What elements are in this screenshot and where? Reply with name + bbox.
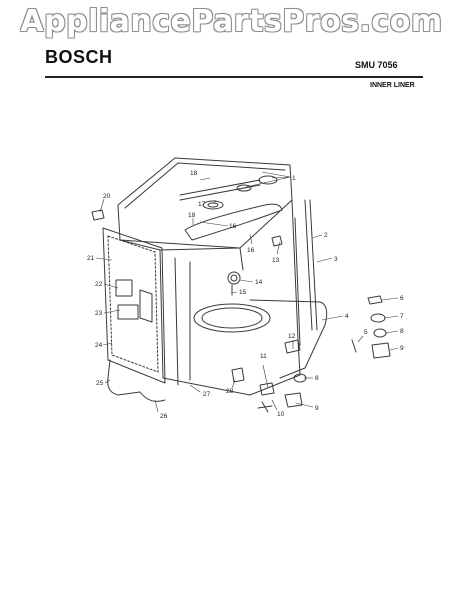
callout-6: 6 [400,295,404,302]
callout-5: 5 [364,329,368,336]
retaining-clip [271,235,283,247]
callout-22: 22 [95,281,103,288]
connector [367,295,383,305]
seal-ring [202,200,224,210]
valve-body [371,342,391,359]
callout-13: 13 [272,257,280,264]
callout-27: 27 [203,391,211,398]
brand-logo: BOSCH [45,47,113,67]
callout-4: 4 [345,313,349,320]
watermark: AppliancePartsPros.com [20,4,443,39]
inlet-valve [284,392,303,408]
callout-15: 15 [239,289,247,296]
callout-21: 21 [87,255,95,262]
model-number: SMU 7056 [355,60,398,70]
section-title: INNER LINER [370,82,415,89]
clip [259,382,275,396]
bracket [284,339,301,354]
callout-8-lower: 8 [315,375,319,382]
callout-3: 3 [334,256,338,263]
callout-12: 12 [288,333,296,340]
fill-hose [249,299,328,379]
callout-16-lower: 16 [247,247,255,254]
side-seal-strip [294,217,301,346]
nut [370,313,386,323]
callout-26: 26 [160,413,168,420]
callout-1: 1 [292,175,296,182]
callout-9-lower: 9 [315,405,319,412]
drain-hose [139,391,166,402]
spacer [231,367,245,383]
callout-14: 14 [255,279,263,286]
float [227,271,241,285]
callout-16-upper: 16 [229,223,237,230]
callout-23: 23 [95,310,103,317]
callout-20: 20 [103,193,111,200]
grommet [373,328,387,338]
callout-2: 2 [324,232,328,239]
spray-arm-arc [193,303,271,333]
callout-10: 10 [277,411,285,418]
callout-24: 24 [95,342,103,349]
callout-18-top: 18 [190,170,198,177]
door-hose [107,359,141,396]
door-panel [102,227,166,384]
hose-connector [91,209,105,221]
callout-25: 25 [96,380,104,387]
callout-7: 7 [400,313,404,320]
callout-9-upper: 9 [400,345,404,352]
header-divider [45,76,423,78]
gasket-strip [184,203,283,241]
callout-17: 17 [198,201,206,208]
callout-8-upper: 8 [400,328,404,335]
screw [351,339,357,353]
top-seal [258,175,278,185]
callout-11: 11 [260,353,267,360]
callout-18-mid: 18 [188,212,196,219]
callout-28: 28 [226,388,234,395]
tub-floor [162,339,301,396]
upper-rail [179,179,261,201]
tub-walls [159,199,299,386]
bolt [257,401,273,413]
door-seal-strip [304,199,313,331]
